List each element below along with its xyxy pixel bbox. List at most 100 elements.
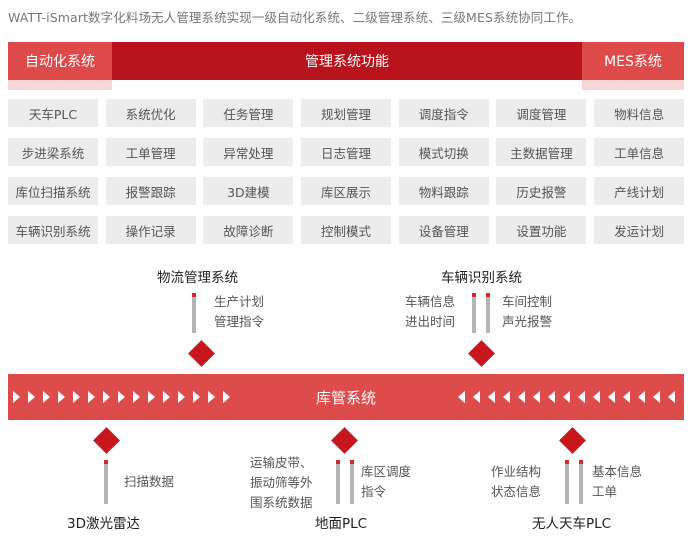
ground-left-item: 振动筛等外: [250, 475, 313, 490]
arrow-left-icon: [548, 391, 555, 403]
arrow-right-icon: [178, 391, 185, 403]
crane-right-item: 工单: [592, 484, 618, 499]
vehicle-left-item: 进出时间: [405, 314, 456, 329]
warehouse-band: 库管系统: [8, 374, 684, 420]
crane-diamond: [559, 427, 586, 454]
grid-cell: 车辆识别系统: [8, 216, 98, 244]
arrow-right-icon: [163, 391, 170, 403]
ground-left-item: 围系统数据: [250, 495, 313, 510]
header-mes: MES系统: [582, 42, 684, 80]
crane-title: 无人天车PLC: [532, 516, 612, 532]
arrow-right-icon: [133, 391, 140, 403]
grid-cell: 步进梁系统: [8, 138, 98, 166]
laser-diamond: [93, 427, 120, 454]
laser-item: 扫描数据: [124, 474, 175, 489]
logistics-title: 物流管理系统: [157, 270, 238, 286]
header-automation: 自动化系统: [8, 42, 112, 80]
grid-cell: 调度管理: [496, 99, 587, 127]
grid-cell: 设备管理: [398, 216, 489, 244]
arrow-left-icon: [623, 391, 630, 403]
header-automation-shade: [8, 80, 112, 90]
arrow-left-icon: [668, 391, 675, 403]
header-mes-shade: [582, 80, 684, 90]
arrow-right-icon: [118, 391, 125, 403]
arrow-right-icon: [58, 391, 65, 403]
grid-cell: 物料跟踪: [398, 177, 489, 205]
grid-cell: 设置功能: [496, 216, 587, 244]
arrow-left-icon: [608, 391, 615, 403]
arrow-left-icon: [653, 391, 660, 403]
arrow-left-icon: [593, 391, 600, 403]
grid-cell: 工单管理: [105, 138, 196, 166]
grid-cell: 任务管理: [203, 99, 294, 127]
arrow-right-icon: [208, 391, 215, 403]
arrow-right-icon: [73, 391, 80, 403]
grid-cell: 控制模式: [301, 216, 392, 244]
ground-connector-right: [350, 460, 354, 504]
grid-cell: 主数据管理: [496, 138, 587, 166]
vehicle-title: 车辆识别系统: [441, 270, 522, 286]
grid-cell: 工单信息: [594, 138, 685, 166]
ground-right-item: 指令: [361, 484, 387, 499]
grid-cell: 模式切换: [398, 138, 489, 166]
laser-connector: [104, 460, 108, 504]
arrow-right-icon: [148, 391, 155, 403]
grid-cell: 产线计划: [594, 177, 685, 205]
crane-left-item: 状态信息: [491, 484, 542, 499]
crane-connector-left: [565, 460, 569, 504]
ground-left-item: 运输皮带、: [250, 455, 313, 470]
arrow-left-icon: [563, 391, 570, 403]
logistics-item: 生产计划: [214, 294, 265, 309]
arrow-left-icon: [533, 391, 540, 403]
grid-cell: 日志管理: [301, 138, 392, 166]
arrow-right-icon: [223, 391, 230, 403]
crane-left-item: 作业结构: [491, 464, 542, 479]
arrow-right-icon: [13, 391, 20, 403]
grid-cell: 库位扫描系统: [8, 177, 98, 205]
arrow-left-icon: [503, 391, 510, 403]
ground-title: 地面PLC: [315, 516, 368, 532]
grid-cell: 天车PLC: [8, 99, 98, 127]
ground-connector-left: [336, 460, 340, 504]
intro-text: WATT-iSmart数字化料场无人管理系统实现一级自动化系统、二级管理系统、三…: [8, 10, 582, 25]
logistics-item: 管理指令: [214, 314, 265, 329]
arrow-left-icon: [473, 391, 480, 403]
function-grid: 天车PLC 系统优化 任务管理 规划管理 调度指令 调度管理 物料信息 步进梁系…: [8, 99, 685, 244]
grid-cell: 调度指令: [398, 99, 489, 127]
warehouse-title: 库管系统: [315, 388, 376, 407]
grid-cell: 系统优化: [105, 99, 196, 127]
arrow-right-icon: [43, 391, 50, 403]
vehicle-connector-left: [472, 293, 476, 333]
arrow-left-icon: [578, 391, 585, 403]
arrow-left-icon: [458, 391, 465, 403]
arrow-right-icon: [88, 391, 95, 403]
ground-right-item: 库区调度: [361, 464, 412, 479]
arrow-left-icon: [638, 391, 645, 403]
vehicle-right-item: 车间控制: [502, 294, 553, 309]
vehicle-left-item: 车辆信息: [405, 294, 456, 309]
crane-right-item: 基本信息: [592, 464, 643, 479]
arrow-left-icon: [518, 391, 525, 403]
ground-diamond: [331, 427, 358, 454]
grid-cell: 异常处理: [203, 138, 294, 166]
arrow-right-icon: [193, 391, 200, 403]
logistics-connector: [192, 293, 196, 333]
grid-cell: 操作记录: [105, 216, 196, 244]
vehicle-diamond: [468, 340, 495, 367]
grid-cell: 历史报警: [496, 177, 587, 205]
crane-connector-right: [579, 460, 583, 504]
grid-cell: 发运计划: [594, 216, 685, 244]
grid-cell: 物料信息: [594, 99, 685, 127]
arrow-left-icon: [488, 391, 495, 403]
grid-cell: 3D建模: [203, 177, 294, 205]
arrow-right-icon: [103, 391, 110, 403]
laser-title: 3D激光雷达: [67, 516, 140, 532]
logistics-diamond: [188, 340, 215, 367]
vehicle-right-item: 声光报警: [502, 314, 553, 329]
grid-cell: 故障诊断: [203, 216, 294, 244]
arrow-right-icon: [28, 391, 35, 403]
grid-cell: 规划管理: [301, 99, 392, 127]
grid-cell: 报警跟踪: [105, 177, 196, 205]
header-management: 管理系统功能: [112, 42, 582, 80]
vehicle-connector-right: [486, 293, 490, 333]
